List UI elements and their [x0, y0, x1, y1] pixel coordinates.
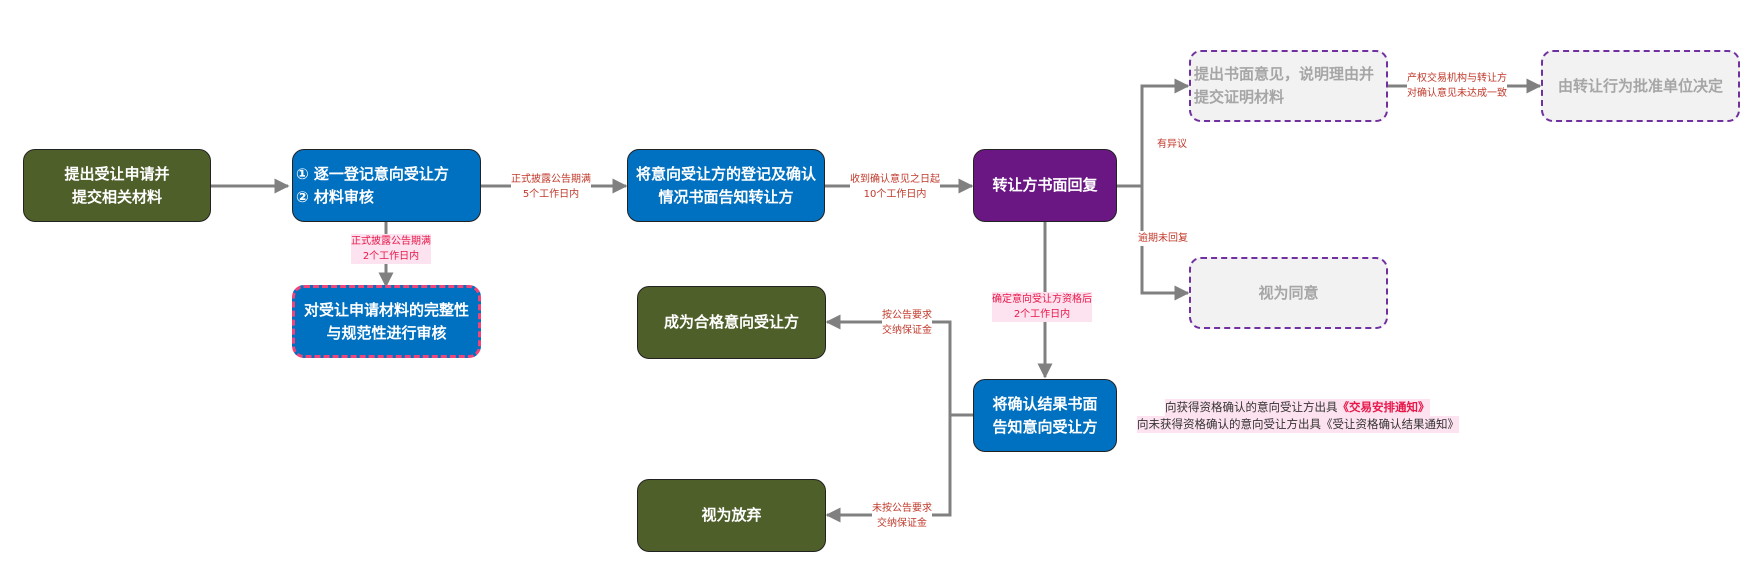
label-reply-to-result: 确定意向受让方资格后 2个工作日内: [992, 292, 1092, 322]
edge-reply-agree: [1140, 186, 1190, 301]
note-unqualified: 向未获得资格确认的意向受让方出具《受让资格确认结果通知》: [1137, 416, 1459, 433]
label-register-to-review-line2: 2个工作日内: [362, 251, 420, 262]
label-no-deposit-line1: 未按公告要求: [872, 503, 932, 514]
node-notify-transferor-line1: 将意向受让方的登记及确认: [635, 164, 816, 183]
label-reply-to-result-line1: 确定意向受让方资格后: [992, 294, 1092, 305]
label-register-to-notify-line2: 5个工作日内: [522, 189, 580, 200]
note-unqualified-doc: 《受让资格确认结果通知》: [1321, 417, 1459, 431]
label-overdue-no-reply-text: 逾期未回复: [1138, 233, 1188, 244]
node-qualified-text: 成为合格意向受让方: [663, 313, 799, 331]
label-notify-to-reply-line1: 收到确认意见之日起: [850, 174, 940, 185]
node-notify-result[interactable]: 将确认结果书面告知意向受让方: [973, 379, 1117, 452]
edge-result-qualified: [825, 314, 952, 415]
node-register-line1: ① 逐一登记意向受让方: [296, 164, 449, 183]
label-notify-to-reply-line2: 10个工作日内: [863, 189, 927, 200]
node-abandon[interactable]: 视为放弃: [637, 479, 826, 552]
node-objection[interactable]: 提出书面意见，说明理由并提交证明材料: [1189, 50, 1388, 122]
node-review-line1: 对受让申请材料的完整性: [303, 300, 469, 319]
node-register-line2: ② 材料审核: [296, 187, 374, 206]
node-notify-transferor[interactable]: 将意向受让方的登记及确认情况书面告知转让方: [627, 149, 825, 222]
edge-result-abandon: [825, 415, 952, 523]
node-transferor-reply-text: 转让方书面回复: [992, 176, 1098, 194]
label-objection-to-authority-line1: 产权交易机构与转让方: [1407, 73, 1507, 84]
note-qualified: 向获得资格确认的意向受让方出具《交易安排通知》: [1165, 399, 1430, 416]
label-pay-deposit: 按公告要求交纳保证金: [882, 308, 932, 338]
label-pay-deposit-line2: 交纳保证金: [882, 325, 932, 336]
label-pay-deposit-line1: 按公告要求: [882, 310, 932, 321]
node-transferor-reply[interactable]: 转让方书面回复: [973, 149, 1117, 222]
node-objection-line1: 提出书面意见，说明理由并: [1194, 65, 1375, 83]
label-no-deposit-line2: 交纳保证金: [877, 518, 927, 529]
label-has-objection-text: 有异议: [1157, 139, 1187, 150]
node-review[interactable]: 对受让申请材料的完整性与规范性进行审核: [292, 285, 481, 358]
node-abandon-text: 视为放弃: [701, 506, 762, 524]
node-register[interactable]: ① 逐一登记意向受让方 ② 材料审核: [292, 149, 481, 222]
node-apply-line2: 提交相关材料: [71, 187, 162, 206]
node-notify-result-line1: 将确认结果书面: [992, 394, 1098, 413]
node-decided-by-authority[interactable]: 由转让行为批准单位决定: [1541, 50, 1740, 122]
label-register-to-review: 正式披露公告期满 2个工作日内: [351, 234, 431, 264]
label-register-to-notify: 正式披露公告期满 5个工作日内: [511, 172, 591, 202]
label-objection-to-authority-line2: 对确认意见未达成一致: [1407, 88, 1507, 99]
node-apply[interactable]: 提出受让申请并提交相关材料: [23, 149, 211, 222]
label-notify-to-reply: 收到确认意见之日起 10个工作日内: [850, 172, 940, 202]
node-review-line2: 与规范性进行审核: [326, 323, 447, 342]
label-register-to-review-line1: 正式披露公告期满: [351, 236, 431, 247]
note-qualified-doc: 《交易安排通知》: [1337, 400, 1430, 414]
label-overdue-no-reply: 逾期未回复: [1138, 231, 1188, 246]
label-reply-to-result-line2: 2个工作日内: [1013, 309, 1071, 320]
node-notify-transferor-line2: 情况书面告知转让方: [658, 187, 794, 206]
node-notify-result-line2: 告知意向受让方: [992, 417, 1098, 436]
label-register-to-notify-line1: 正式披露公告期满: [511, 174, 591, 185]
node-objection-line2: 提交证明材料: [1194, 88, 1285, 106]
node-decided-by-authority-text: 由转让行为批准单位决定: [1557, 76, 1723, 95]
label-has-objection: 有异议: [1157, 137, 1187, 152]
node-deemed-agree[interactable]: 视为同意: [1189, 257, 1388, 329]
edge-reply-objection: [1140, 78, 1190, 186]
node-deemed-agree-text: 视为同意: [1258, 283, 1319, 302]
note-qualified-prefix: 向获得资格确认的意向受让方出具: [1165, 400, 1338, 414]
note-unqualified-prefix: 向未获得资格确认的意向受让方出具: [1137, 417, 1321, 431]
node-qualified[interactable]: 成为合格意向受让方: [637, 286, 826, 359]
node-apply-line1: 提出受让申请并: [64, 164, 170, 183]
label-objection-to-authority: 产权交易机构与转让方对确认意见未达成一致: [1407, 71, 1507, 101]
label-no-deposit: 未按公告要求交纳保证金: [872, 501, 932, 531]
